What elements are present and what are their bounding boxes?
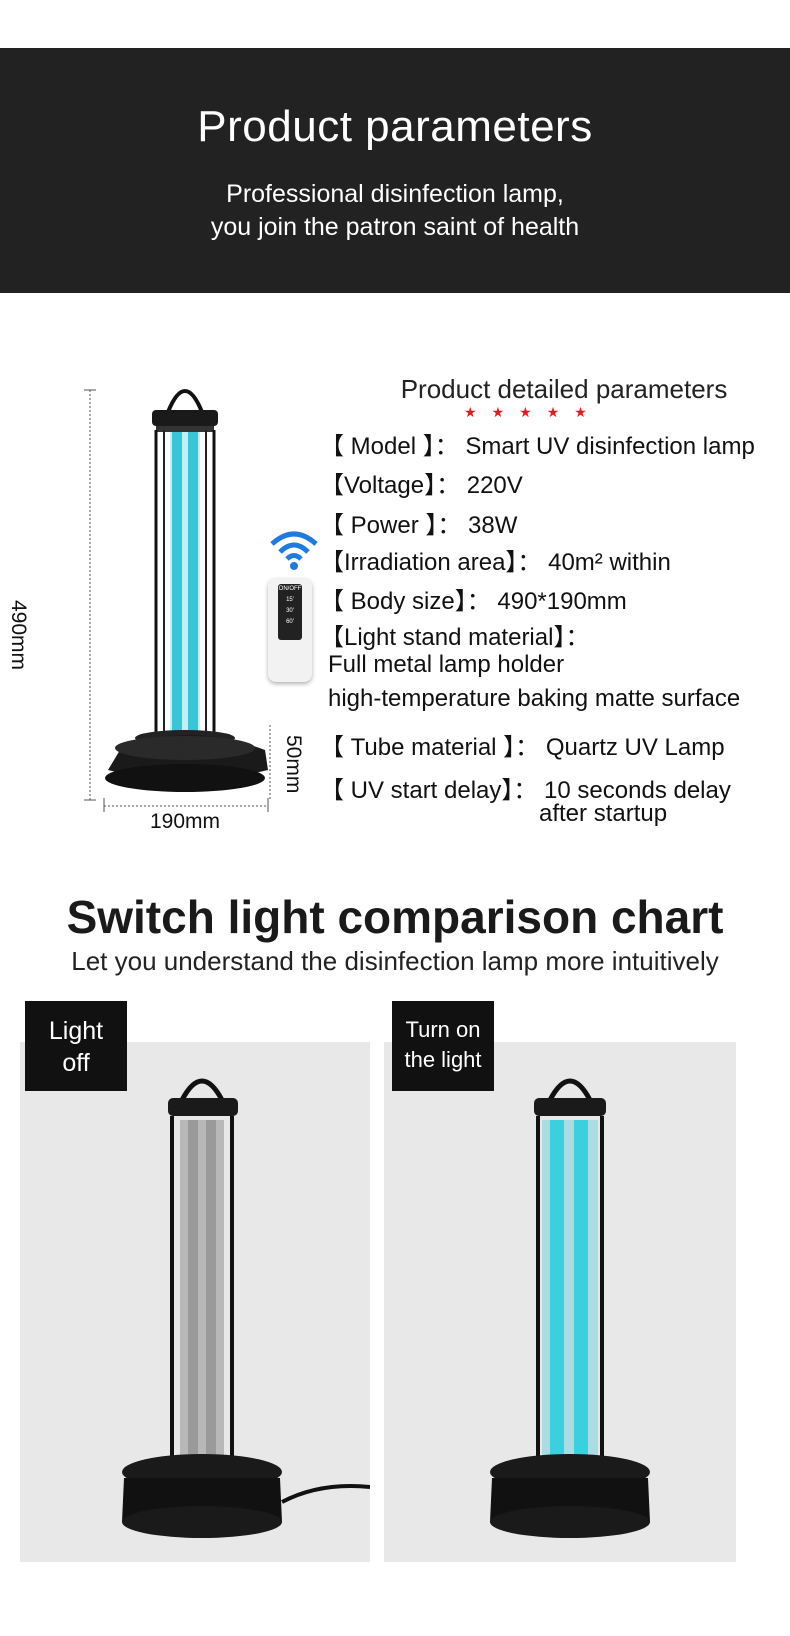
light-off-tag-line2: off [62,1049,90,1077]
param-tube-material: 【 Tube material 】： Quartz UV Lamp [320,734,725,761]
lamp-on-photo-icon [490,1078,650,1538]
light-off-panel [20,1042,371,1562]
remote-screen: ON/OFF 15' 30' 60' [278,584,302,640]
param-voltage: 【Voltage】： 220V [320,472,523,499]
lamp-off-icon [122,1078,371,1538]
width-dimension-label: 190mm [150,810,221,833]
light-on-tag: Turn on the light [392,1001,494,1091]
param-body-size: 【 Body size】： 490*190mm [320,588,627,615]
header-banner: Product parameters Professional disinfec… [0,48,790,293]
light-off-tag-line1: Light [48,1017,104,1045]
rating-stars: ★ ★ ★ ★ ★ [464,404,614,424]
lamp-dimension-illustration [60,370,320,850]
banner-subtitle: Professional disinfection lamp, you join… [0,178,790,244]
remote-button-15: 15' [286,597,294,603]
remote-control: ON/OFF 15' 30' 60' [268,578,312,682]
param-uv-delay: 【 UV start delay】： 10 seconds delay [320,777,731,804]
light-on-tag-line1: Turn on [405,1017,481,1042]
comparison-subtitle: Let you understand the disinfection lamp… [71,946,719,976]
param-model: 【 Model 】： Smart UV disinfection lamp [320,433,755,460]
param-stand-material: 【Light stand material】： [320,624,590,651]
light-off-tag: Light off [25,1001,127,1091]
param-irradiation-area: 【Irradiation area】： 40m² within [320,549,671,576]
base-height-dimension-label: 50mm [282,735,305,794]
star-icon: ★ [491,404,505,420]
lamp-on-icon [84,389,271,812]
star-icon: ★ [519,404,532,420]
banner-subtitle-line2: you join the patron saint of health [210,213,580,241]
height-dimension-label: 490mm [7,600,30,671]
comparison-title: Switch light comparison chart [66,891,724,943]
wifi-icon [268,528,320,572]
remote-button-60: 60' [286,619,294,625]
light-on-panel [384,1042,736,1562]
param-uv-delay-line2: after startup [539,800,668,827]
param-stand-material-line2: Full metal lamp holder [328,651,565,678]
param-power: 【 Power 】： 38W [320,512,518,539]
banner-title: Product parameters [197,102,593,151]
remote-button-30: 30' [286,608,294,614]
param-stand-material-line3: high-temperature baking matte surface [328,685,741,712]
banner-subtitle-line1: Professional disinfection lamp, [226,180,564,208]
star-icon: ★ [546,404,560,420]
star-icon: ★ [574,404,587,420]
star-icon: ★ [464,404,477,420]
remote-button-onoff: ON/OFF [278,586,302,592]
params-title: Product detailed parameters [400,374,728,404]
light-on-tag-line2: the light [404,1047,482,1072]
